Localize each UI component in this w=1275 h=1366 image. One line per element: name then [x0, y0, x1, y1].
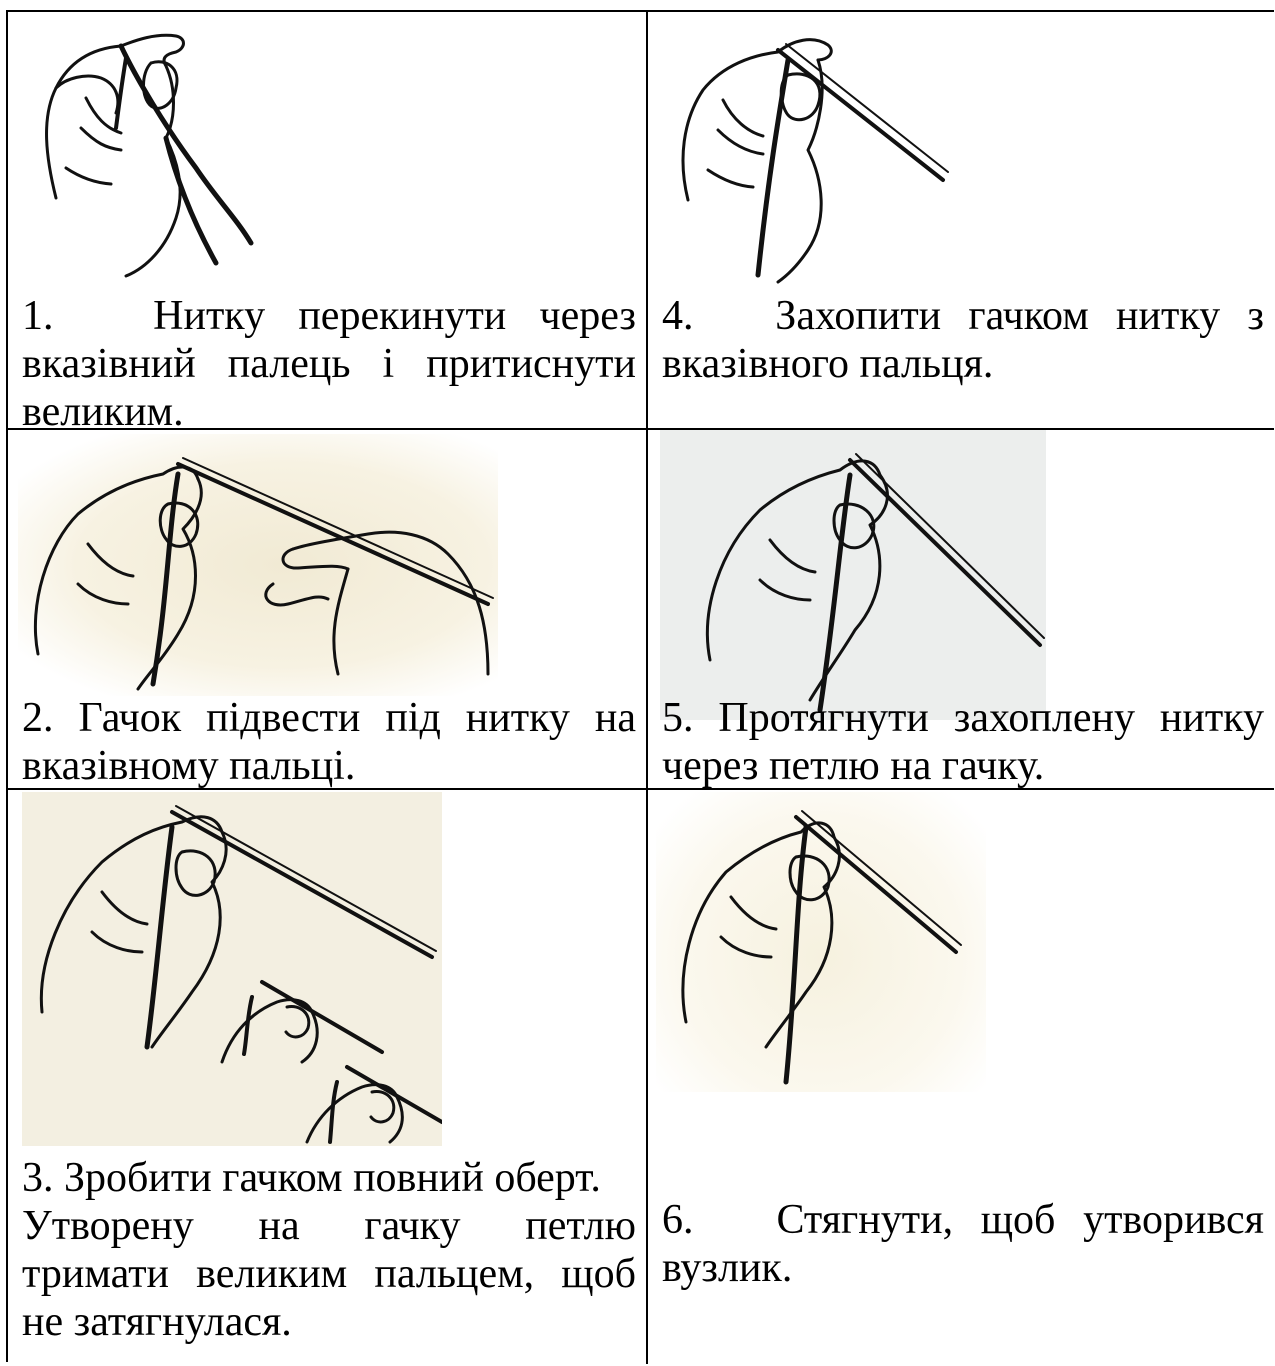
caption-line: вузлик.	[662, 1244, 1264, 1292]
caption-text: Гачок підвести під нитку на	[78, 695, 636, 741]
step-2-caption: 2. Гачок підвести під нитку на вказівном…	[22, 694, 636, 790]
step-5-caption: 5. Протягнути захоплену нитку через петл…	[662, 694, 1264, 790]
caption-line: вказівного пальця.	[662, 340, 1264, 388]
caption-text: Нитку перекинути через	[153, 293, 636, 339]
step-number: 1.	[22, 293, 54, 339]
caption-line: 1. Нитку перекинути через	[22, 292, 636, 340]
caption-line: вказівному пальці.	[22, 742, 636, 790]
step-1-caption: 1. Нитку перекинути через вказівний пале…	[22, 292, 636, 430]
caption-text: Захопити гачком нитку з	[775, 293, 1264, 339]
step-4-cell: 4. Захопити гачком нитку з вказівного па…	[648, 12, 1274, 430]
step-number: 2.	[22, 695, 54, 741]
step-number: 4.	[662, 293, 694, 339]
caption-line: через петлю на гачку.	[662, 742, 1264, 790]
step-1-illustration	[26, 18, 286, 282]
caption-line: 4. Захопити гачком нитку з	[662, 292, 1264, 340]
caption-line: 6. Стягнути, щоб утворився	[662, 1196, 1264, 1244]
step-number: 5.	[662, 695, 694, 741]
step-2-illustration	[18, 434, 498, 696]
step-6-illustration	[656, 792, 986, 1092]
step-5-illustration	[660, 430, 1046, 720]
step-3-illustration	[22, 792, 442, 1146]
step-number: 3.	[22, 1155, 54, 1201]
caption-text: Зробити гачком повний оберт.	[64, 1155, 601, 1201]
step-number: 6.	[662, 1197, 694, 1243]
step-1-cell: 1. Нитку перекинути через вказівний пале…	[8, 12, 648, 430]
caption-text: Стягнути, щоб утворився	[776, 1197, 1264, 1243]
caption-line: Утворену на гачку петлю	[22, 1202, 636, 1250]
step-6-cell: 6. Стягнути, щоб утворився вузлик.	[648, 790, 1274, 1364]
caption-line: 2. Гачок підвести під нитку на	[22, 694, 636, 742]
step-2-cell: 2. Гачок підвести під нитку на вказівном…	[8, 430, 648, 790]
step-3-caption: 3. Зробити гачком повний оберт. Утворену…	[22, 1154, 636, 1346]
caption-line: 5. Протягнути захоплену нитку	[662, 694, 1264, 742]
step-6-caption: 6. Стягнути, щоб утворився вузлик.	[662, 1196, 1264, 1292]
step-4-caption: 4. Захопити гачком нитку з вказівного па…	[662, 292, 1264, 388]
caption-line: 3. Зробити гачком повний оберт.	[22, 1154, 636, 1202]
instruction-table: 1. Нитку перекинути через вказівний пале…	[6, 10, 1274, 1362]
step-3-cell: 3. Зробити гачком повний оберт. Утворену…	[8, 790, 648, 1364]
caption-line: великим.	[22, 388, 636, 430]
step-4-illustration	[668, 20, 968, 290]
caption-line: вказівний палець і притиснути	[22, 340, 636, 388]
step-5-cell: 5. Протягнути захоплену нитку через петл…	[648, 430, 1274, 790]
caption-line: не затягнулася.	[22, 1298, 636, 1346]
caption-line: тримати великим пальцем, щоб	[22, 1250, 636, 1298]
caption-text: Протягнути захоплену нитку	[718, 695, 1264, 741]
